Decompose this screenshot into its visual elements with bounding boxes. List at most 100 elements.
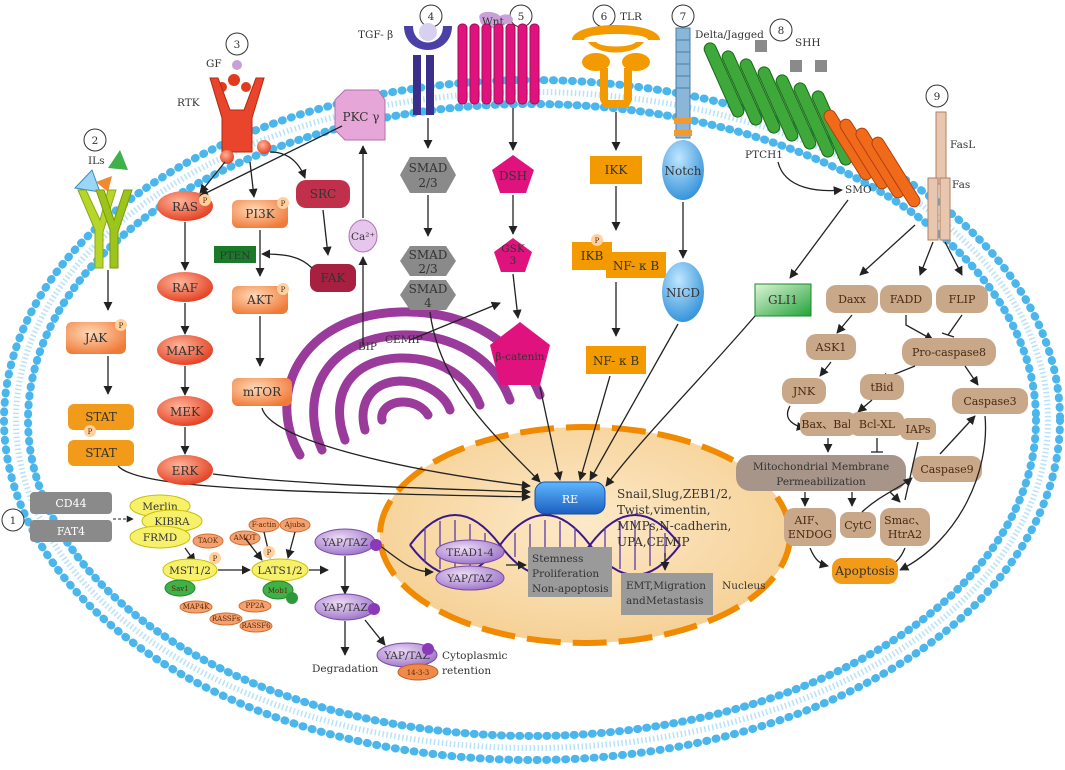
ils-label: ILs (88, 155, 105, 167)
pathway-8: 8 SHH PTCH1 SMO GLI1 (605, 18, 921, 487)
procaspase8-label: Pro-caspase8 (912, 346, 986, 359)
ikb-label: IKB (581, 249, 604, 263)
pathway-2: 2 ILs JAK STAT STAT (66, 128, 531, 502)
mmp-line: Permeabilization (776, 476, 866, 488)
phospho-label: P (281, 286, 286, 294)
aif-line: AIF、 (794, 514, 826, 527)
phospho-label: P (203, 197, 208, 205)
ikk-box (590, 156, 642, 184)
akt-box (232, 286, 288, 314)
target-genes-line: MMPs,N-cadherin, (617, 519, 731, 533)
tgfb-label: TGF- β (358, 29, 393, 41)
ikk-label: IKK (605, 163, 629, 177)
gsk-label: GSK (501, 243, 525, 255)
mmp-box (736, 455, 906, 491)
jnk-box (782, 378, 826, 404)
flip-label: FLIP (949, 293, 976, 306)
yaptaz-label: YAP/TAZ (383, 650, 430, 662)
fas-label: Fas (952, 179, 970, 191)
target-genes-line: UPA,CEMIP (617, 535, 690, 549)
mapk-label: MAPK (166, 344, 205, 358)
lats-label: LATS1/2 (257, 565, 302, 577)
smad-label: 2/3 (418, 262, 437, 276)
smo-label: SMO (845, 184, 872, 196)
erk-label: ERK (172, 464, 200, 478)
gsk-label: 3 (510, 255, 517, 267)
phospho-label: P (88, 428, 93, 436)
gli1-box (754, 283, 812, 317)
notch-label: Notch (665, 164, 702, 178)
pathway-number: 4 (428, 11, 435, 23)
smac-line: Smac、 (884, 514, 926, 527)
target-genes-line: Snail,Slug,ZEB1/2, (617, 487, 732, 501)
apoptosis-label: Apoptosis (834, 564, 894, 578)
mtor-label: mTOR (243, 385, 282, 399)
svg-text:Snail,Slug,ZEB1/2,Twist,viment: Snail,Slug,ZEB1/2,Twist,vimentin,MMPs,N-… (617, 487, 732, 549)
pathway-number: 5 (518, 11, 525, 23)
pathway-number: 8 (778, 25, 785, 37)
caspase9-box (912, 456, 982, 482)
raf-label: RAF (172, 281, 198, 295)
caspase3-label: Caspase3 (963, 395, 1016, 408)
phospho-label: P (595, 237, 600, 245)
procaspase8-box (902, 338, 996, 366)
stemness-line: Non-apoptosis (532, 583, 609, 595)
jnk-label: JNK (792, 385, 816, 398)
aif-box (784, 508, 836, 546)
fat4-label: FAT4 (57, 525, 85, 538)
pi3k-box (232, 200, 288, 228)
map4k-label: MAP4K (183, 603, 210, 611)
stemness-box (528, 547, 612, 597)
tbid-box (860, 374, 904, 400)
shh-label: SHH (795, 37, 821, 49)
pathway-1: 1 CD44 FAT4 (1, 492, 134, 542)
ask1-box (806, 334, 856, 360)
nfkb-label: NF- κ B (593, 354, 639, 368)
stat-box (68, 404, 134, 430)
stat-label: STAT (85, 410, 117, 424)
bclxl-box (850, 412, 904, 436)
cytc-label: CytC (844, 519, 871, 532)
re-label: RE (562, 493, 578, 506)
sav1-label: Sav1 (171, 585, 188, 593)
yaptaz-label: YAP/TAZ (321, 537, 368, 549)
daxx-label: Daxx (838, 293, 867, 306)
ptch-label: PTCH1 (745, 149, 783, 161)
pp2a-label: PP2A (246, 602, 266, 610)
emt-box (621, 573, 713, 615)
phospho-label: P (281, 200, 286, 208)
stemness-line: Stemness (532, 553, 583, 565)
baxbak-box (800, 412, 856, 436)
tlr-label: TLR (620, 11, 643, 23)
apoptosis-box (832, 558, 898, 584)
cytoplasmic-retention-line: Cytoplasmic (442, 650, 508, 662)
phosphorylation-markers: P P P P P P P P (84, 194, 603, 564)
pathway-number: 7 (680, 11, 687, 23)
factin-label: F-actin (252, 521, 277, 529)
phospho-label: P (119, 322, 124, 330)
caspase9-label: Caspase9 (920, 463, 973, 476)
phospho-label: P (213, 555, 218, 563)
daxx-box (826, 285, 878, 313)
bclxl-label: Bcl-XL (859, 418, 896, 431)
svg-text:Smac、HtrA2: Smac、HtrA2 (884, 514, 926, 541)
fak-box (310, 264, 356, 292)
mob1-label: Mob1 (268, 587, 288, 595)
akt-label: AKT (246, 293, 273, 307)
smad-label: 2/3 (418, 176, 437, 190)
baxbak-label: Bax、Bak (801, 418, 854, 431)
hippo-pathway: Merlin KIBRA FRMD TAOK AMOT F-actin Ajub… (129, 494, 508, 681)
nfkb-box (586, 346, 646, 374)
nucleus: Nucleus RE Snail,Slug,ZEB1/2,Twist,vimen… (377, 424, 793, 646)
smad-label: SMAD (409, 161, 448, 175)
nfkb-box (606, 252, 666, 278)
